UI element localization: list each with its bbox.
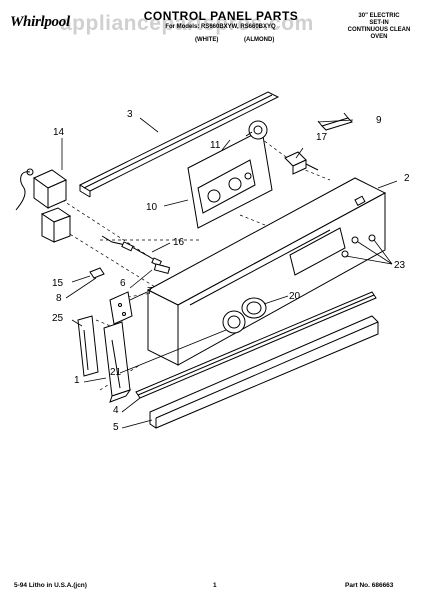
callout-1: 1 <box>74 375 80 386</box>
part-3-top-trim <box>78 91 280 198</box>
callout-8: 8 <box>56 293 62 304</box>
callout-10: 10 <box>146 202 158 213</box>
callout-21: 21 <box>110 367 122 378</box>
part-10-switch-housing <box>187 129 273 229</box>
callout-14: 14 <box>53 127 65 138</box>
page-number: 1 <box>213 582 217 589</box>
part-16-wire-harness <box>101 235 162 267</box>
callout-25: 25 <box>52 313 64 324</box>
callout-11: 11 <box>210 140 221 151</box>
part-7-bracket <box>109 291 133 325</box>
callout-9: 9 <box>376 115 382 126</box>
part-23-bushings <box>341 234 376 258</box>
finish-white: (WHITE) <box>195 37 219 43</box>
footer-litho: 5-94 Litho in U.S.A.(jcn) <box>14 582 87 589</box>
callout-17: 17 <box>316 132 328 143</box>
page-title: CONTROL PANEL PARTS <box>143 9 299 23</box>
part-20-knob <box>241 297 267 319</box>
callout-4: 4 <box>113 405 119 416</box>
callout-7: 7 <box>147 286 153 297</box>
part-25-end-cap <box>77 315 99 377</box>
part-4-lower-trim <box>135 291 377 399</box>
part-1-end-cap <box>103 321 132 403</box>
finish-almond: (ALMOND) <box>244 37 275 43</box>
part-11-clock-knob <box>245 120 268 140</box>
part-14-switch <box>15 168 68 211</box>
part-5-bottom-strip <box>149 315 379 429</box>
desc-line-1: 30" ELECTRIC <box>358 13 400 19</box>
desc-line-2: SET-IN <box>369 20 389 26</box>
callout-5: 5 <box>113 422 119 433</box>
callout-23: 23 <box>394 260 406 271</box>
part-17-connector <box>284 151 319 175</box>
callout-16: 16 <box>173 237 185 248</box>
callout-20: 20 <box>289 291 301 302</box>
callout-leader-lines <box>61 117 398 429</box>
callout-3: 3 <box>127 109 133 120</box>
callout-2: 2 <box>404 173 410 184</box>
product-description: 30" ELECTRIC SET-IN CONTINUOUS CLEAN OVE… <box>338 13 420 41</box>
part-21-knob <box>222 310 246 334</box>
callout-6: 6 <box>120 278 126 289</box>
callout-15: 15 <box>52 278 64 289</box>
part-number: Part No. 686663 <box>345 582 394 589</box>
models-line: For Models: RS660BXYW, RS660BXYQ <box>165 24 276 30</box>
part-8-clip <box>89 267 105 279</box>
part-6-lamp <box>153 263 171 275</box>
desc-line-4: OVEN <box>370 34 388 40</box>
watermark: appliancepartspros.com <box>60 12 314 35</box>
desc-line-3: CONTINUOUS CLEAN <box>347 27 411 33</box>
brand-logo: Whirlpool <box>10 14 70 30</box>
part-15-switch <box>40 207 72 243</box>
